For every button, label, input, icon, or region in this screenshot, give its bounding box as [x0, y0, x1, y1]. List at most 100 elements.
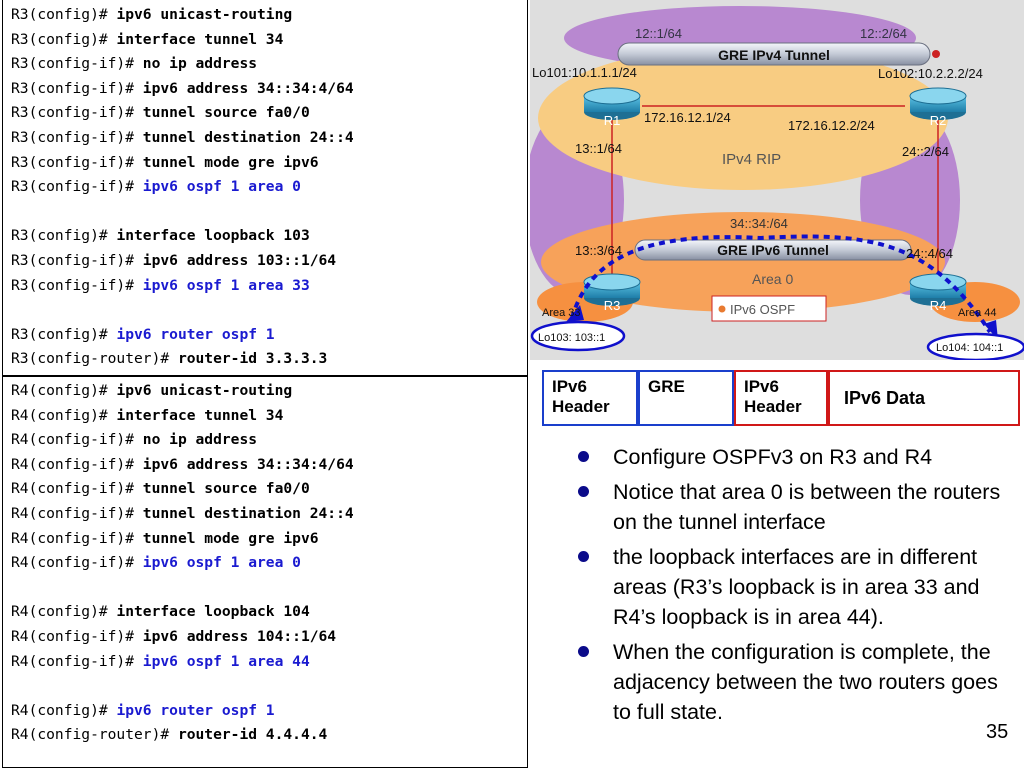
label-ipv6-ospf: IPv6 OSPF — [730, 302, 795, 317]
cli-prompt: R4(config-if)# — [11, 652, 143, 670]
cli-command: ipv6 address 104::1/64 — [142, 628, 337, 645]
r4-config-line: R4(config-if)# ipv6 ospf 1 area 0 — [11, 554, 301, 572]
r3-config-line: R3(config-if)# ipv6 ospf 1 area 0 — [11, 178, 301, 196]
label-r1-down: 13::1/64 — [575, 141, 622, 156]
cli-command: no ip address — [142, 55, 258, 73]
gre-ipv4-tunnel-tube — [617, 42, 931, 66]
cli-command: interface tunnel 34 — [116, 406, 284, 424]
cli-prompt: R3(config)# — [11, 6, 117, 23]
gre-ipv6-tunnel-tube — [634, 239, 912, 261]
label-r3-up: 13::3/64 — [575, 243, 622, 258]
bullet-dot-icon — [578, 486, 589, 497]
label-top-right-net: 12::2/64 — [860, 26, 907, 41]
cli-command: ipv6 address 103::1/64 — [142, 252, 337, 269]
router-r4-icon — [909, 273, 967, 306]
cli-command: tunnel destination 24::4 — [142, 129, 354, 146]
r4-config-line: R4(config-if)# ipv6 address 34::34:4/64 — [11, 456, 354, 474]
label-r1-link: 172.16.12.1/24 — [644, 110, 731, 125]
bullet-item: Notice that area 0 is between the router… — [576, 477, 1016, 537]
cli-command: ipv6 router ospf 1 — [116, 325, 275, 343]
label-r4-up: 24::4/64 — [906, 246, 953, 261]
r3-config-line: R3(config)# interface tunnel 34 — [11, 31, 283, 49]
label-r3: R3 — [604, 298, 621, 313]
r4-config-line: R4(config-if)# ipv6 address 104::1/64 — [11, 628, 336, 646]
bullet-list: Configure OSPFv3 on R3 and R4 Notice that… — [576, 442, 1016, 732]
cli-command: tunnel mode gre ipv6 — [142, 529, 319, 547]
r4-config-line: R4(config-if)# no ip address — [11, 431, 257, 449]
gre-header-cell-label: GRE — [648, 377, 685, 396]
cli-command: interface loopback 104 — [116, 603, 310, 621]
cli-command: router-id 4.4.4.4 — [177, 726, 328, 744]
cli-prompt: R3(config)# — [11, 325, 117, 343]
bullet-text: Configure OSPFv3 on R3 and R4 — [613, 445, 933, 469]
r4-config-line: R4(config-if)# tunnel destination 24::4 — [11, 505, 354, 523]
lo104-circle — [926, 332, 1024, 360]
bullet-dot-icon — [578, 451, 589, 462]
label-r2-link: 172.16.12.2/24 — [788, 118, 875, 133]
label-r2-down: 24::2/64 — [902, 144, 949, 159]
cli-command: ipv6 ospf 1 area 44 — [142, 652, 310, 670]
r4-config-line: R4(config-if)# tunnel mode gre ipv6 — [11, 530, 319, 548]
label-ipv4-tunnel: GRE IPv4 Tunnel — [718, 47, 830, 63]
label-r4: R4 — [930, 298, 947, 313]
tunnel-end-marker — [932, 50, 940, 58]
cli-command: ipv6 ospf 1 area 0 — [142, 554, 301, 572]
label-top-left-net: 12::1/64 — [635, 26, 682, 41]
r3-config-line: R3(config-if)# no ip address — [11, 55, 257, 73]
router-r2-icon — [909, 87, 967, 120]
cli-prompt: R3(config-if)# — [11, 178, 143, 196]
ipv4-rip-area — [538, 46, 948, 190]
ipv6-ospf-legend — [711, 295, 827, 322]
label-lo101: Lo101:10.1.1.1/24 — [532, 65, 637, 80]
label-area0: Area 0 — [752, 271, 793, 287]
cli-prompt: R4(config-if)# — [11, 628, 143, 645]
cli-prompt: R4(config-if)# — [11, 455, 143, 473]
router-r1-icon — [583, 87, 641, 120]
cli-prompt: R4(config-if)# — [11, 431, 143, 449]
gre-header-cell: GRE — [638, 370, 734, 426]
cli-prompt: R3(config-if)# — [11, 276, 143, 294]
r3-config-line: R3(config-if)# ipv6 address 103::1/64 — [11, 252, 336, 270]
arrow-head-left-icon — [566, 305, 584, 322]
bullet-dot-icon — [578, 646, 589, 657]
cli-prompt: R3(config-if)# — [11, 129, 143, 146]
legend-dot-icon — [718, 305, 726, 313]
label-ipv6-tunnel: GRE IPv6 Tunnel — [717, 242, 829, 258]
cli-prompt: R4(config-if)# — [11, 554, 143, 572]
bullet-dot-icon — [578, 551, 589, 562]
lo103-circle — [530, 320, 626, 352]
cli-prompt: R3(config-if)# — [11, 79, 143, 97]
r4-config-line: R4(config-if)# tunnel source fa0/0 — [11, 480, 310, 498]
r3-config-line: R3(config)# interface loopback 103 — [11, 227, 310, 245]
r3-config-line: R3(config-router)# router-id 3.3.3.3 — [11, 350, 327, 368]
cli-command: ipv6 address 34::34:4/64 — [142, 79, 354, 97]
r3-config-line: R3(config-if)# tunnel mode gre ipv6 — [11, 154, 319, 172]
cli-prompt: R3(config-if)# — [11, 153, 143, 171]
cli-command: tunnel mode gre ipv6 — [142, 153, 319, 171]
cli-prompt: R4(config-router)# — [11, 726, 178, 744]
cli-command: ipv6 address 34::34:4/64 — [142, 455, 354, 473]
cli-prompt: R4(config)# — [11, 406, 117, 424]
cli-prompt: R3(config-if)# — [11, 252, 143, 269]
r3-config-line: R3(config)# ipv6 unicast-routing — [11, 6, 292, 24]
cli-command: tunnel destination 24::4 — [142, 505, 354, 522]
cli-command: tunnel source fa0/0 — [142, 480, 310, 498]
r4-config-line: R4(config)# interface tunnel 34 — [11, 407, 283, 425]
cli-prompt: R4(config-if)# — [11, 505, 143, 522]
outer-ipv6-header-cell-label: IPv6 Header — [552, 377, 610, 416]
bullet-text: the loopback interfaces are in different… — [613, 545, 980, 629]
cli-command: router-id 3.3.3.3 — [177, 350, 328, 368]
page-number: 35 — [986, 721, 1009, 743]
cli-command: ipv6 unicast-routing — [116, 6, 293, 23]
cli-prompt: R3(config-if)# — [11, 55, 143, 73]
network-diagram: 12::1/64 12::2/64 GRE IPv4 Tunnel Lo101:… — [530, 0, 1024, 360]
r4-config-line: R4(config)# ipv6 router ospf 1 — [11, 702, 275, 720]
cli-prompt: R4(config)# — [11, 603, 117, 621]
outer-ipv6-header-cell: IPv6 Header — [542, 370, 638, 426]
label-tunnel-net: 34::34:/64 — [730, 216, 788, 231]
cli-command: interface tunnel 34 — [116, 30, 284, 48]
label-lo104: Lo104: 104::1 — [936, 342, 1003, 354]
